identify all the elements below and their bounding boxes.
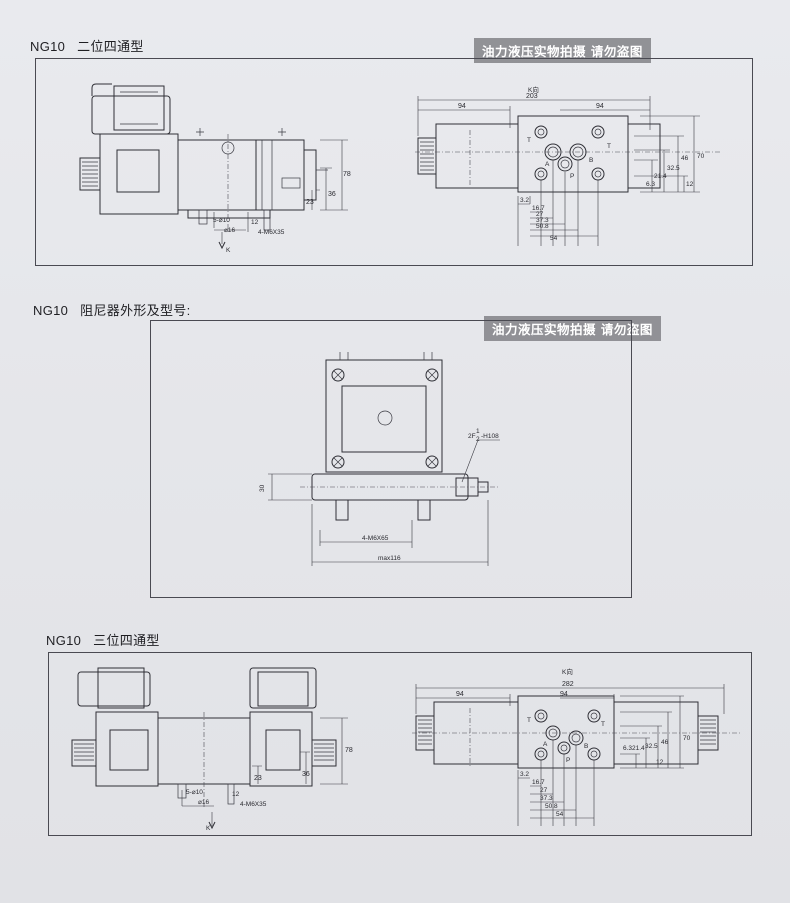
model-label: NG10 [30,39,66,54]
dim-12-b: 12 [232,791,240,798]
damper-model-sup: 1 [476,428,480,435]
diagram-frame-three-position [48,652,752,836]
dim-54-b: 54 [556,811,564,818]
top-view-labels-1: K向 203 94 94 70 46 32.5 21.4 12 6.3 3.2 … [458,85,705,242]
damper-model-2f: 2F [468,433,476,440]
dim-23: 23 [306,199,314,206]
dim-46-b: 46 [661,739,669,746]
dim-32-5-b: 32.5 [645,743,658,750]
view-k-b: K [206,825,211,832]
dim-94-left-b: 94 [456,691,464,698]
dim-6-3-b: 6.3 [623,745,632,752]
damper-model-rest: -H108 [481,433,499,440]
dim-282: 282 [562,681,574,688]
dim-70: 70 [697,153,705,160]
dim-21-4-b: 21.4 [632,745,645,752]
side-view-labels-1: 78 36 23 5-⌀10 ⌀16 12 4-M6X35 K [213,171,351,254]
port-t2: T [607,143,611,150]
damper-drawing [268,352,500,566]
valve-side-view-three-position [71,667,348,830]
diagram-frame-two-position [35,58,753,266]
view-label-b: K向 [562,667,573,676]
side-view-labels-3: 78 36 23 5-⌀10 ⌀16 12 4-M6X35 K [186,747,353,832]
dim-54: 54 [550,235,558,242]
dim-94-right: 94 [596,103,604,110]
dim-37-3-b: 37.3 [540,795,553,802]
dim-23-b: 23 [254,775,262,782]
valve-side-view-two-position [79,83,348,250]
section-heading-two-position: NG10 二位四通型 [30,36,156,55]
dim-screw: 5-⌀10 [213,217,230,224]
dim-36: 36 [328,191,336,198]
valve-top-view-two-position [415,96,720,246]
dim-21-4: 21.4 [654,173,667,180]
dim-78-b: 78 [345,747,353,754]
model-label: NG10 [33,303,69,318]
dim-36-b: 36 [302,771,310,778]
dim-12: 12 [251,219,259,226]
port-t2-b: T [601,721,605,728]
dim-50-8-b: 50.8 [545,803,558,810]
section-heading-three-position: NG10 三位四通型 [46,630,172,649]
model-label: NG10 [46,633,82,648]
dim-thread-b: 4-M6X35 [240,801,267,808]
dim-screw-b: 5-⌀10 [186,789,203,796]
valve-top-view-three-position [412,684,740,826]
dim-46: 46 [681,155,689,162]
port-t1-b: T [527,717,531,724]
dim-94-left: 94 [458,103,466,110]
dim-dia16-b: ⌀16 [198,799,210,806]
port-a-b: A [543,741,548,748]
dim-16-7: 16.7 [532,205,545,212]
section-heading-damper: NG10 阻尼器外形及型号: [33,300,202,319]
dim-94-right-b: 94 [560,691,568,698]
dim-50-8: 50.8 [536,223,549,230]
dim-78: 78 [343,171,351,178]
dim-12: 12 [686,181,694,188]
port-b: B [589,157,593,164]
dim-12-b2: 12 [656,759,664,766]
view-k: K [226,247,231,254]
dim-27-b: 27 [540,787,548,794]
dim-203: 203 [526,93,538,100]
port-p: P [570,173,574,180]
port-b-b: B [584,743,588,750]
dim-32-5: 32.5 [667,165,680,172]
damper-model-sub: 2 [476,436,480,443]
dim-dia16: ⌀16 [224,227,236,234]
section-title: 阻尼器外形及型号: [80,303,191,318]
dim-max116: max116 [378,555,401,562]
view-label: K向 [528,85,539,94]
port-p-b: P [566,757,570,764]
section-title: 三位四通型 [93,633,160,648]
top-view-labels-3: K向 282 94 94 6.3 21.4 32.5 46 70 12 3.2 … [456,667,691,818]
diagram-frame-damper [150,320,632,598]
dim-thread-damper: 4-M6X65 [362,535,389,542]
dim-3-2: 3.2 [520,197,529,204]
dim-37-3: 37.3 [536,217,549,224]
port-t1: T [527,137,531,144]
dim-16-7-b: 16.7 [532,779,545,786]
damper-labels: 30 4-M6X65 max116 2F 1 2 -H108 [259,428,499,562]
dim-thread: 4-M6X35 [258,229,285,236]
dim-30: 30 [259,484,266,492]
port-a: A [545,161,550,168]
dim-27: 27 [536,211,544,218]
section-title: 二位四通型 [77,39,144,54]
dim-6-3: 6.3 [646,181,655,188]
dim-3-2-b: 3.2 [520,771,529,778]
dim-70-b: 70 [683,735,691,742]
